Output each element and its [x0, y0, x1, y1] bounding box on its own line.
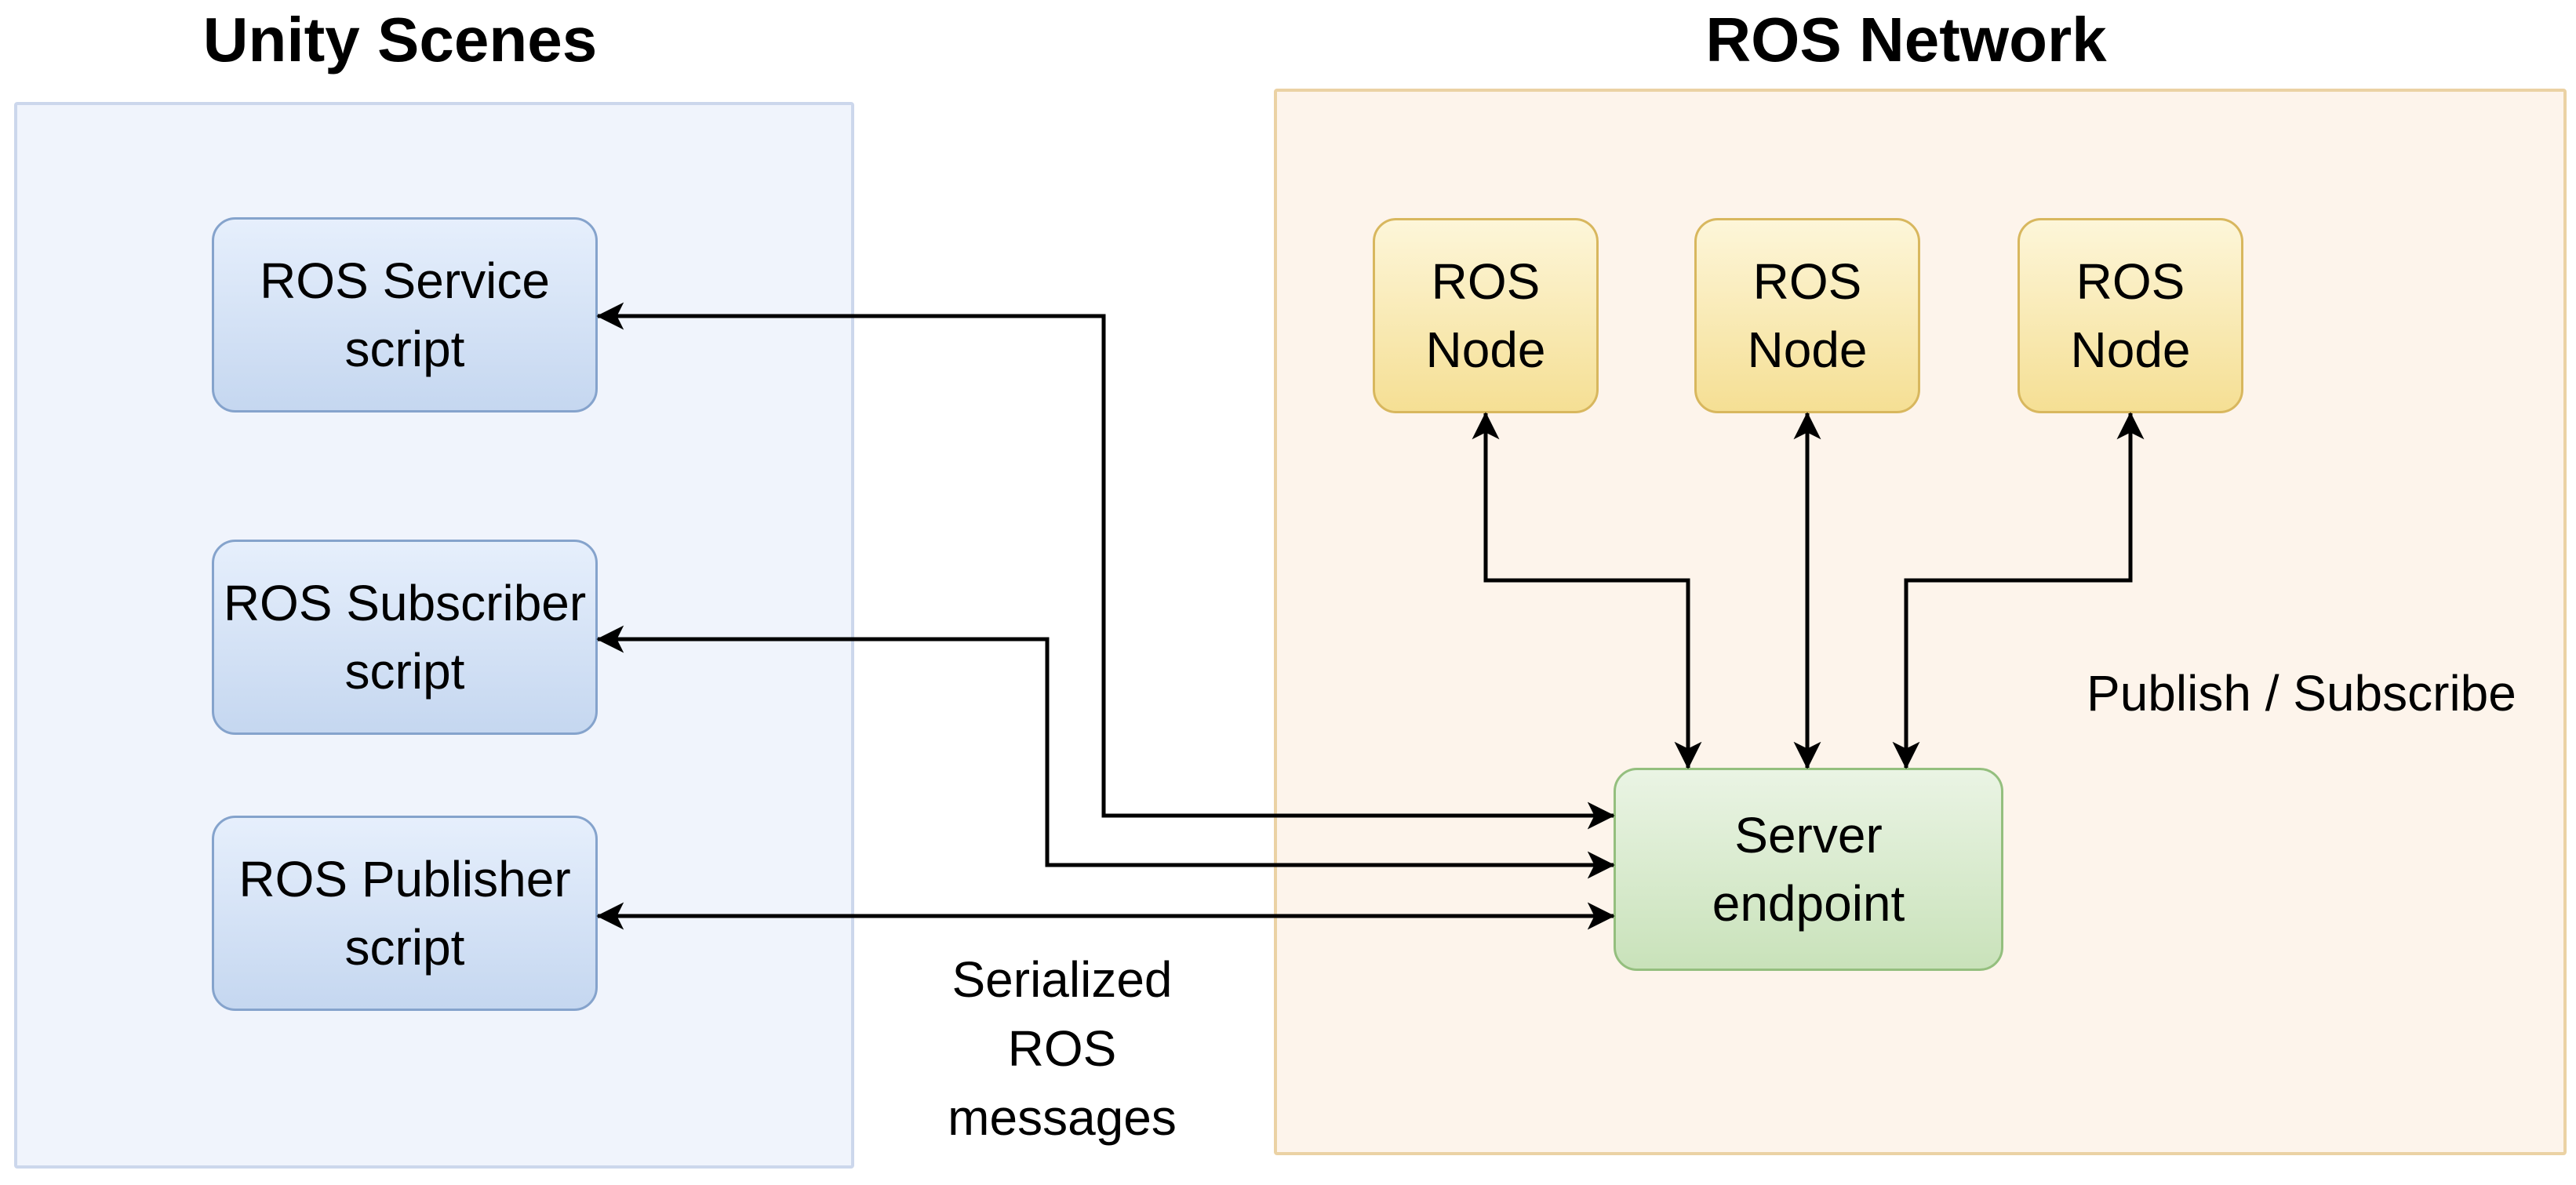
ros-service-script-box: ROS Service script [212, 217, 598, 413]
ros-node-box-3: ROS Node [2018, 218, 2243, 413]
publish-subscribe-label: Publish / Subscribe [2087, 665, 2516, 722]
ros-network-title: ROS Network [1705, 5, 2107, 75]
ros-publisher-script-box: ROS Publisher script [212, 816, 598, 1011]
unity-scenes-title: Unity Scenes [202, 5, 598, 75]
ros-subscriber-script-box: ROS Subscriber script [212, 540, 598, 735]
ros-node-box-2: ROS Node [1694, 218, 1920, 413]
ros-node-box-1: ROS Node [1373, 218, 1599, 413]
serialized-ros-messages-label: Serialized ROS messages [948, 951, 1177, 1146]
server-endpoint-box: Server endpoint [1614, 768, 2003, 971]
